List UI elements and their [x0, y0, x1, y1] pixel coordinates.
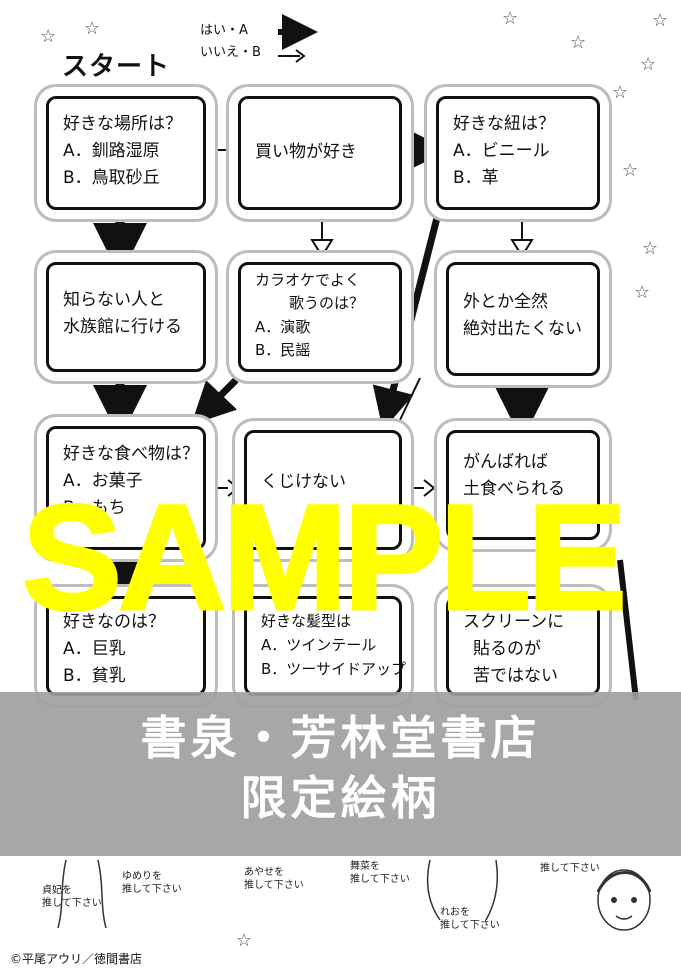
- question-box-2: 買い物が好き: [238, 96, 402, 210]
- banner-line-2: 限定絵柄: [240, 771, 441, 825]
- question-box-5: カラオケでよく 歌うのは？ A．演歌 B．民謡: [238, 262, 402, 372]
- q11-option-a: A．ツインテール: [261, 636, 377, 654]
- star-icon: ☆: [622, 160, 639, 181]
- legend-no-arrow: [278, 49, 306, 63]
- result-note-4: 舞菜を 推して下さい: [350, 860, 410, 886]
- star-icon: ☆: [40, 26, 57, 47]
- q3-option-b: B．革: [453, 168, 499, 189]
- q1-text: 好きな場所は？: [63, 114, 182, 134]
- q11-text: 好きな髪型は: [261, 612, 352, 630]
- question-box-1: 好きな場所は？ A．釧路湿原 B．鳥取砂丘: [46, 96, 206, 210]
- q8-text: くじけない: [261, 472, 346, 492]
- result-3-name: あやせを: [244, 867, 284, 878]
- q1-option-a: A．釧路湿原: [63, 141, 160, 162]
- arrow-q9-down: [617, 559, 639, 701]
- q4-text-1: 知らない人と: [63, 290, 165, 310]
- q10-text: 好きなのは？: [63, 612, 165, 632]
- star-icon: ☆: [502, 8, 519, 29]
- q5-text-1: カラオケでよく: [255, 271, 361, 289]
- legend: はい・A いいえ・B: [200, 20, 261, 64]
- q7-option-b: B．もち: [63, 498, 126, 519]
- q9-text-1: がんばれば: [463, 452, 548, 472]
- arrow-q8-q9: [404, 479, 436, 497]
- q12-text-3: 苦ではない: [473, 666, 558, 687]
- arrow-q3-q6: [510, 212, 534, 258]
- star-icon: ☆: [84, 18, 101, 39]
- arrow-q7-q8: [210, 479, 240, 497]
- q5-text-2: 歌うのは？: [289, 294, 365, 313]
- q7-option-a: A．お菓子: [63, 471, 143, 492]
- start-label: スタート: [62, 52, 171, 82]
- question-box-8: くじけない: [244, 430, 402, 550]
- q5-option-b: B．民謡: [255, 340, 311, 359]
- result-1-name: 貞妃を: [42, 885, 72, 896]
- question-box-3: 好きな紐は？ A．ビニール B．革: [436, 96, 600, 210]
- sample-watermark: SAMPLE: [21, 473, 629, 641]
- q6-text-2: 絶対出たくない: [463, 319, 582, 340]
- result-note-1: 貞妃を 推して下さい: [42, 884, 102, 910]
- arrow-q5-q8: [195, 371, 237, 411]
- result-5-name: れおを: [440, 907, 470, 918]
- result-note-3: あやせを 推して下さい: [244, 866, 304, 892]
- q1-option-b: B．鳥取砂丘: [63, 168, 160, 189]
- q12-text-2: 貼るのが: [473, 639, 541, 660]
- question-box-4: 知らない人と 水族館に行ける: [46, 262, 206, 372]
- q3-text: 好きな紐は？: [453, 114, 555, 134]
- star-icon: ☆: [642, 238, 659, 259]
- result-1-text: 推して下さい: [42, 898, 102, 909]
- banner-line-1: 書泉・芳林堂書店: [140, 711, 541, 765]
- q2-text: 買い物が好き: [255, 142, 357, 162]
- q7-text: 好きな食べ物は？: [63, 444, 199, 464]
- limited-edition-banner: 書泉・芳林堂書店 限定絵柄: [0, 692, 681, 856]
- question-box-7: 好きな食べ物は？ A．お菓子 B．もち: [46, 426, 206, 550]
- q6-text-1: 外とか全然: [463, 292, 548, 312]
- result-3-text: 推して下さい: [244, 880, 304, 891]
- result-4-text: 推して下さい: [350, 874, 410, 885]
- star-icon: ☆: [640, 54, 657, 75]
- result-note-5: れおを 推して下さい: [440, 906, 500, 932]
- q3-option-a: A．ビニール: [453, 141, 550, 162]
- question-box-12: スクリーンに 貼るのが 苦ではない: [446, 596, 600, 696]
- star-icon: ☆: [570, 32, 587, 53]
- arrow-q1-q2: [206, 141, 240, 159]
- result-5-text: 推して下さい: [440, 920, 500, 931]
- q4-text-2: 水族館に行ける: [63, 317, 182, 338]
- result-4-name: 舞菜を: [350, 861, 380, 872]
- q5-option-a: A．演歌: [255, 317, 311, 336]
- result-note-6: 推して下さい: [540, 862, 600, 875]
- character-sketches: [57, 859, 652, 931]
- q12-text-1: スクリーンに: [463, 612, 565, 632]
- q11-option-b: B．ツーサイドアップ: [261, 660, 406, 678]
- arrow-q3-q8: [372, 205, 444, 431]
- copyright: ©平尾アウリ／徳間書店: [10, 952, 143, 966]
- arrow-q2-q5: [310, 212, 334, 258]
- star-icon: ☆: [236, 930, 253, 951]
- result-2-name: ゆめりを: [122, 871, 162, 882]
- question-box-6: 外とか全然 絶対出たくない: [446, 262, 600, 376]
- arrow-q6-q8: [399, 377, 421, 421]
- result-2-text: 推して下さい: [122, 884, 182, 895]
- star-icon: ☆: [634, 282, 651, 303]
- q9-text-2: 土食べられる: [463, 479, 565, 500]
- legend-yes-label: はい・A: [200, 23, 248, 38]
- star-icon: ☆: [612, 82, 629, 103]
- result-6-text: 推して下さい: [540, 863, 600, 874]
- legend-no-label: いいえ・B: [200, 45, 261, 60]
- q10-option-b: B．貧乳: [63, 666, 126, 687]
- result-note-2: ゆめりを 推して下さい: [122, 870, 182, 896]
- star-icon: ☆: [652, 10, 669, 31]
- question-box-9: がんばれば 土食べられる: [446, 430, 600, 540]
- question-box-10: 好きなのは？ A．巨乳 B．貧乳: [46, 596, 206, 696]
- q10-option-a: A．巨乳: [63, 639, 126, 660]
